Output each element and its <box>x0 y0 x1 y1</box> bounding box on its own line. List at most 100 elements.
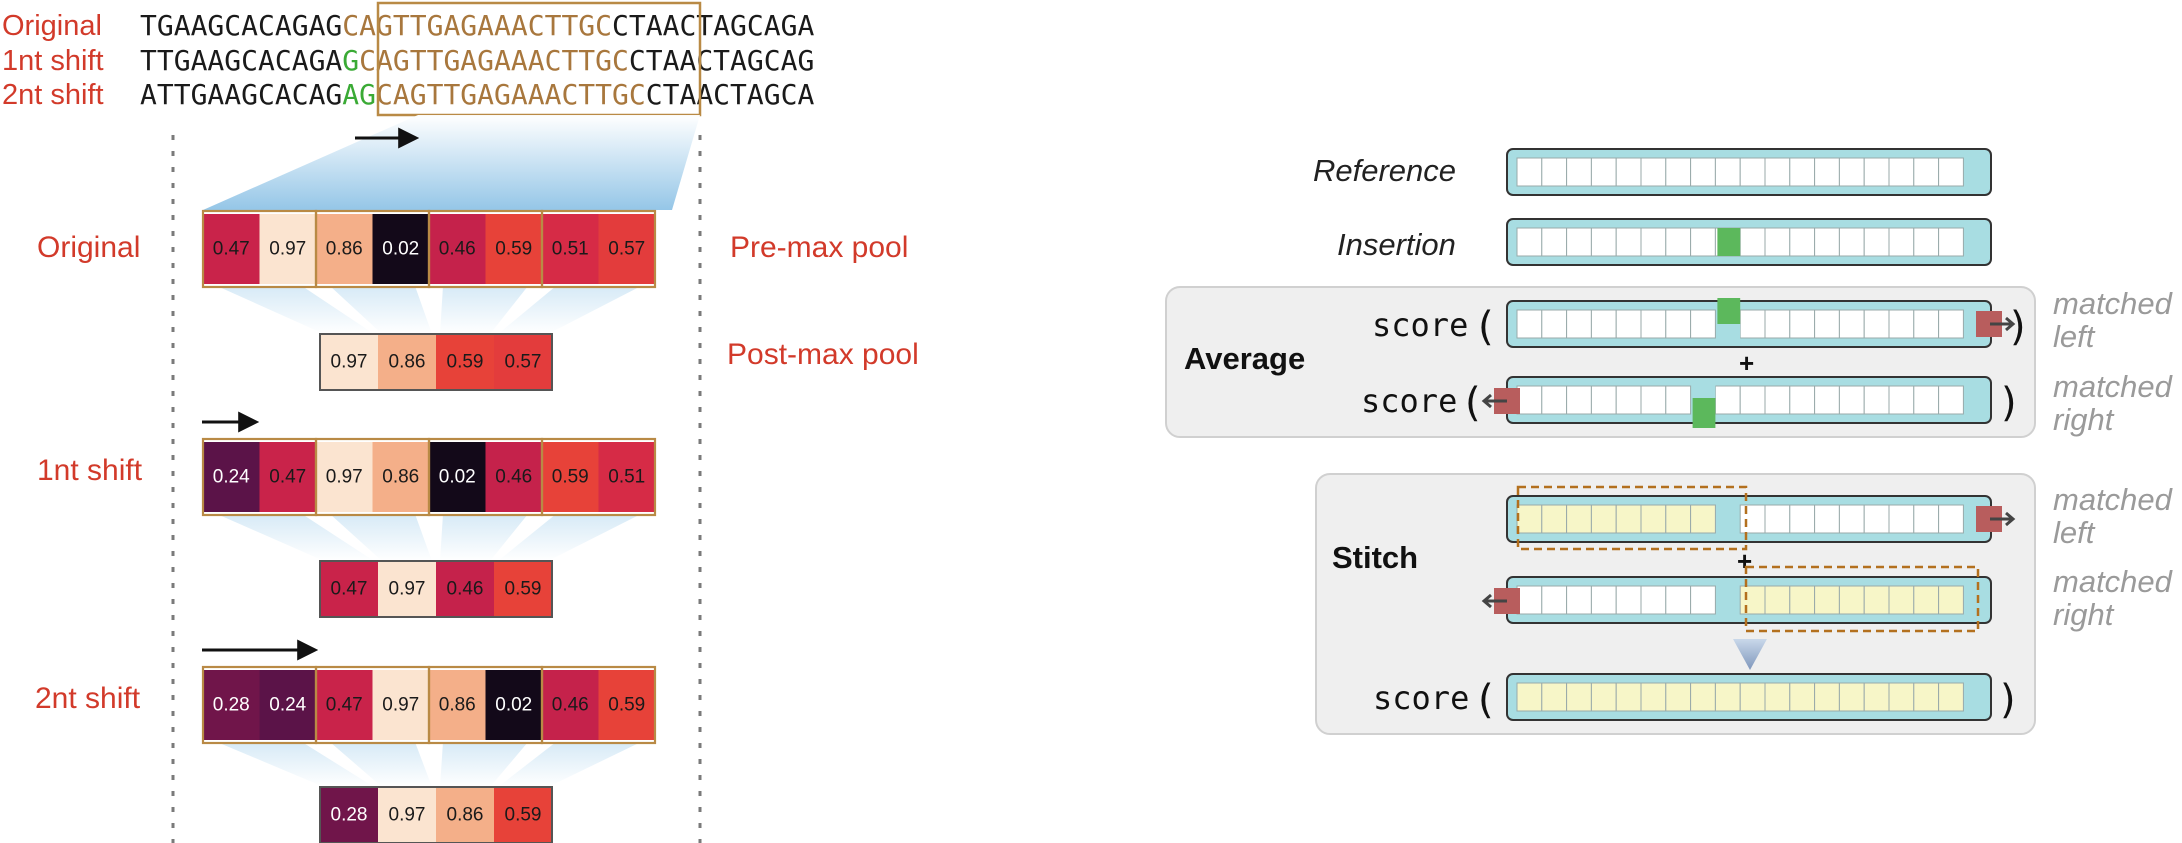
seq-part: CTAACTAGCA <box>646 78 815 111</box>
pre-cell <box>542 214 599 284</box>
track-cell <box>1838 385 1865 415</box>
track-cell <box>1516 504 1543 534</box>
post-pool-box <box>319 333 553 391</box>
track-cell <box>1863 585 1890 615</box>
track-cell <box>1690 309 1716 339</box>
track-cell <box>1615 227 1642 257</box>
track-cell <box>1789 504 1816 534</box>
track-cell <box>1739 157 1766 187</box>
track-cell <box>1913 227 1940 257</box>
pre-cell <box>316 214 373 284</box>
track-cell <box>1913 309 1940 339</box>
pre-cell-value: 0.47 <box>269 467 306 488</box>
pool-funnel <box>498 286 641 334</box>
sequence-0: TGAAGCACAGAGCAGTTGAGAAACTTGCCTAACTAGCAGA <box>140 9 814 42</box>
track-cell <box>1789 682 1816 712</box>
seq-label-1: 1nt shift <box>2 45 104 77</box>
reference-label: Reference <box>1313 153 1456 188</box>
post-pool-box <box>319 786 553 843</box>
track-cell <box>1640 585 1667 615</box>
track-cell <box>1739 682 1766 712</box>
track-cell <box>1938 585 1964 615</box>
seq-part: CTAACTAGCAG <box>629 44 814 77</box>
pool-funnel <box>498 742 641 787</box>
seq-part: C <box>612 44 629 77</box>
insertion-gap <box>1717 324 1741 344</box>
pre-cell-value: 0.46 <box>439 239 476 260</box>
seq-part: GC <box>612 78 646 111</box>
pool-funnel <box>217 514 374 561</box>
track-cell <box>1838 504 1865 534</box>
track-cell <box>1863 504 1890 534</box>
track-cell <box>1590 385 1617 415</box>
track-cell <box>1690 682 1716 712</box>
average-open-paren-1: ( <box>1478 304 1494 350</box>
pre-cell <box>259 670 316 740</box>
track-cell <box>1888 504 1915 534</box>
pre-cell-value: 0.24 <box>269 695 306 716</box>
post-pool-box <box>319 560 553 618</box>
seq-label-2: 2nt shift <box>2 79 104 111</box>
post-cell-value: 0.28 <box>331 805 368 826</box>
sequence-2: ATTGAAGCACAGAGCAGTTGAGAAACTTGCCTAACTAGCA <box>140 78 814 111</box>
track-cell <box>1566 682 1592 712</box>
pool-group-box <box>540 209 657 289</box>
average-track-matched-right <box>1481 376 1992 428</box>
track-cell <box>1590 682 1617 712</box>
post-cell <box>494 334 552 390</box>
right-arrow-icon <box>1990 511 2016 527</box>
track-cell <box>1590 309 1617 339</box>
stitch-label: Stitch <box>1332 540 1418 575</box>
avg-matched-left-1: matched <box>2053 286 2174 321</box>
average-score-1: score <box>1372 306 1468 344</box>
track-cell <box>1913 385 1940 415</box>
pre-cell-value: 0.02 <box>382 239 419 260</box>
track-cell <box>1541 585 1568 615</box>
track-cell <box>1938 682 1964 712</box>
pool-funnel <box>440 742 528 787</box>
pre-cell <box>542 670 599 740</box>
track-cell <box>1863 227 1890 257</box>
track-cell <box>1938 504 1964 534</box>
insertion-cell <box>1717 228 1741 256</box>
track-cell <box>1814 385 1840 415</box>
pre-cell-value: 0.59 <box>608 695 645 716</box>
track-cell <box>1516 227 1543 257</box>
track-cell <box>1863 309 1890 339</box>
track-cell <box>1541 504 1568 534</box>
stitch-plus: + <box>1737 546 1752 576</box>
post-cell-value: 0.97 <box>389 805 426 826</box>
average-open-paren-2: ( <box>1465 380 1481 426</box>
pre-cell <box>429 214 486 284</box>
track-cell <box>1690 157 1716 187</box>
st-matched-right-1: matched <box>2053 564 2174 599</box>
track-cell <box>1764 227 1791 257</box>
track-cell <box>1838 157 1865 187</box>
track-cell <box>1615 309 1642 339</box>
insertion-cell <box>1717 298 1741 324</box>
post-cell-value: 0.47 <box>331 579 368 600</box>
row-label-2: 2nt shift <box>35 682 141 715</box>
pre-cell <box>203 442 260 512</box>
track-cell <box>1739 227 1766 257</box>
post-cell-value: 0.59 <box>447 352 484 373</box>
track-cell <box>1863 385 1890 415</box>
track-cell <box>1665 157 1692 187</box>
pre-cell-value: 0.47 <box>326 695 363 716</box>
track-cell <box>1913 157 1940 187</box>
post-cell <box>378 334 436 390</box>
stitch-track-matched-right <box>1481 565 1992 633</box>
track-cell <box>1615 157 1642 187</box>
pre-cell <box>203 670 260 740</box>
post-cell <box>494 561 552 617</box>
pool-funnel <box>330 514 432 561</box>
pool-funnel <box>440 286 528 334</box>
avg-matched-right-1: matched <box>2053 369 2174 404</box>
track-cell <box>1863 157 1890 187</box>
pre-cell-value: 0.47 <box>213 239 250 260</box>
seq-part: G <box>342 44 359 77</box>
track-cell <box>1938 227 1964 257</box>
strategy-panel: Reference Insertion Average score ( ) + … <box>1165 148 2174 735</box>
